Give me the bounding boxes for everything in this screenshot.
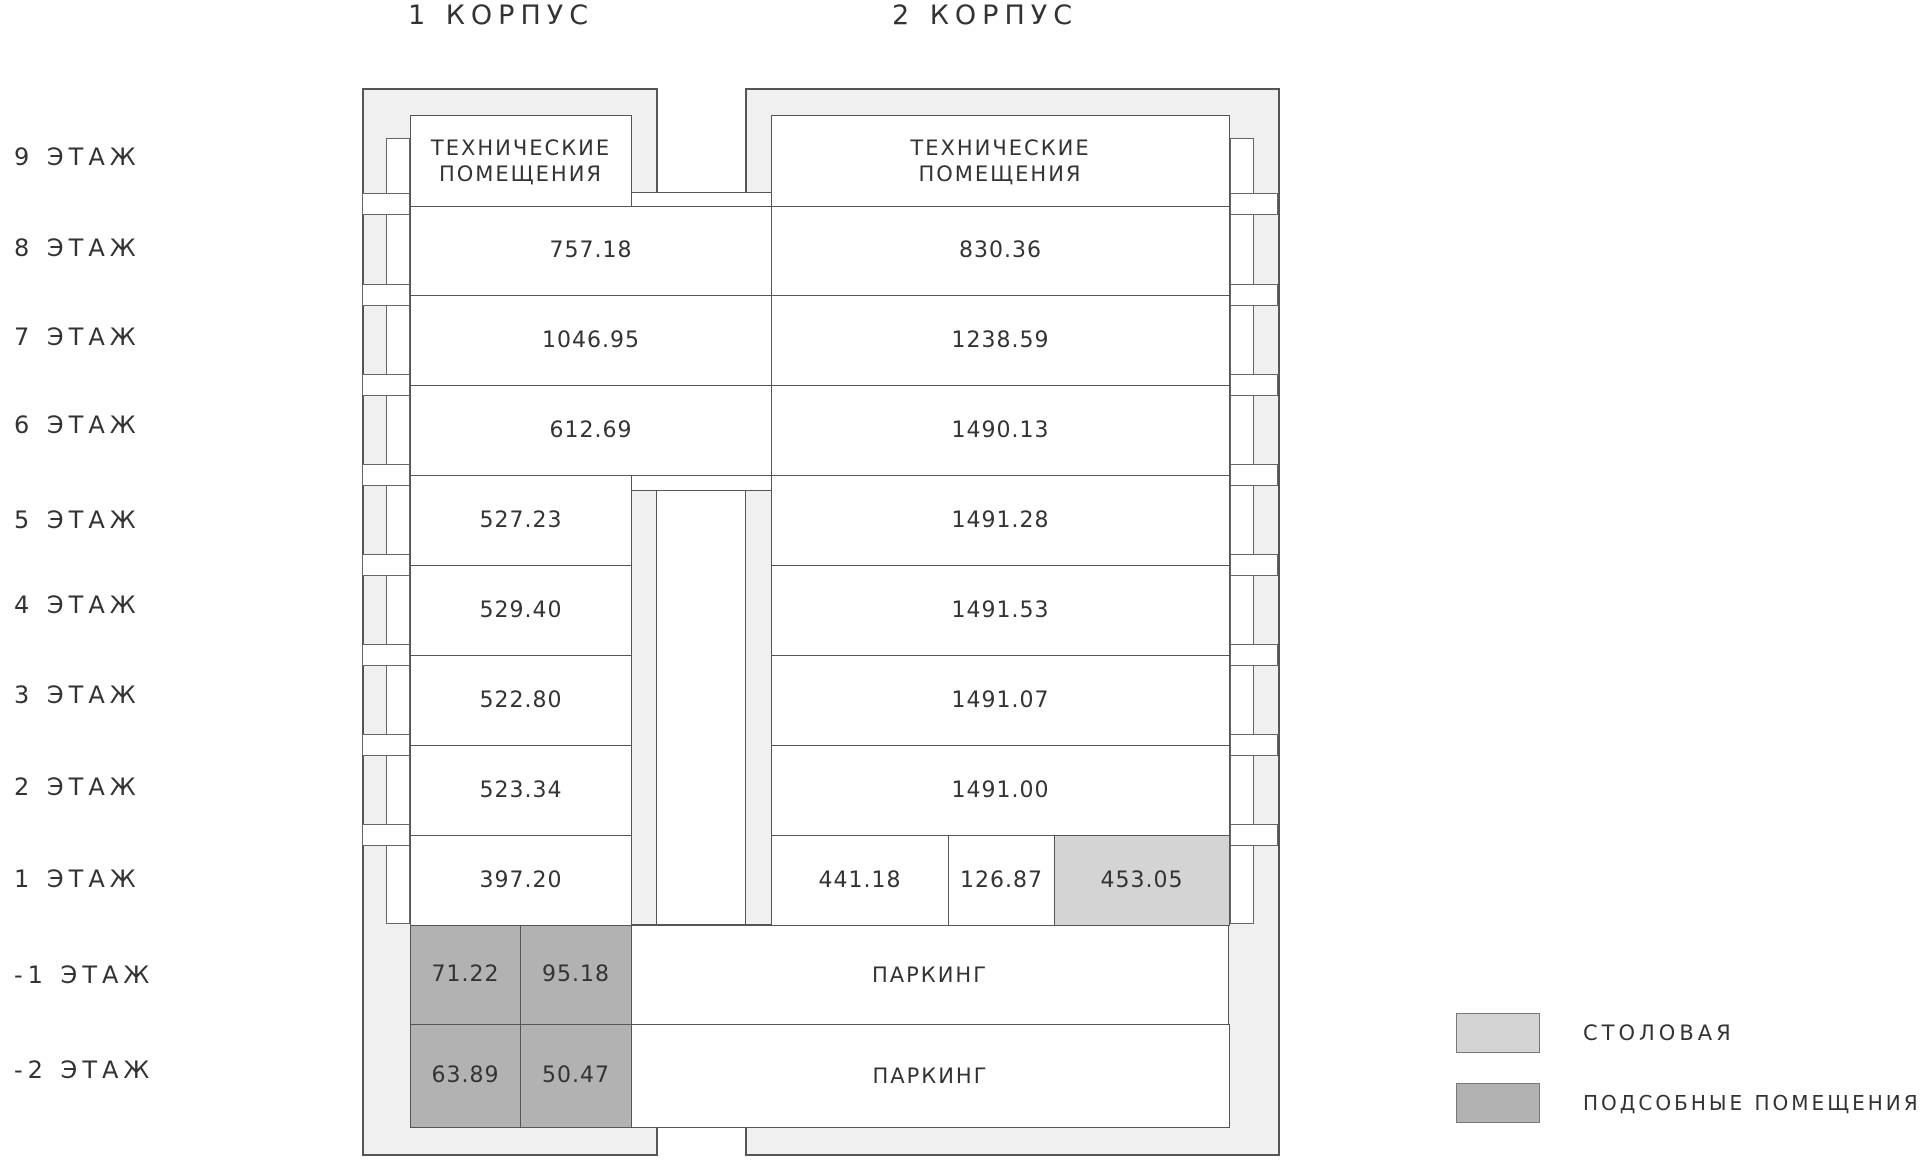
right-wall-rung: [1230, 554, 1278, 576]
b2-floor4: 1491.53: [771, 565, 1230, 656]
b1-floor2: 523.34: [410, 745, 632, 836]
floor-label-6: 6 ЭТАЖ: [14, 411, 141, 439]
b1-floor9-technical: ТЕХНИЧЕСКИЕ ПОМЕЩЕНИЯ: [410, 115, 632, 207]
b1-basement1-right: 95.18: [520, 925, 632, 1025]
right-wall-rung: [1230, 824, 1278, 846]
b1-floor7: 1046.95: [410, 295, 772, 386]
left-wall-rung: [362, 824, 410, 846]
parking-basement2: ПАРКИНГ: [631, 1024, 1230, 1128]
b1-floor8: 757.18: [410, 206, 772, 296]
left-wall-rung: [362, 284, 410, 306]
right-wall-rung: [1230, 464, 1278, 486]
b1-floor4: 529.40: [410, 565, 632, 656]
b2-floor7: 1238.59: [771, 295, 1230, 386]
floor-label-7: 7 ЭТАЖ: [14, 323, 141, 351]
building2-header: 2 КОРПУС: [892, 0, 1079, 31]
floor-label-3: 3 ЭТАЖ: [14, 681, 141, 709]
b2-floor2: 1491.00: [771, 745, 1230, 836]
b2-floor3: 1491.07: [771, 655, 1230, 746]
legend-canteen-label: СТОЛОВАЯ: [1583, 1021, 1735, 1045]
left-wall-rung: [362, 554, 410, 576]
floor-label-4: 4 ЭТАЖ: [14, 591, 141, 619]
b1-basement2-left: 63.89: [410, 1024, 521, 1128]
left-wall-rung: [362, 644, 410, 666]
left-wall-rung: [362, 374, 410, 396]
legend-canteen-swatch: [1456, 1013, 1540, 1053]
left-wall-rung: [362, 464, 410, 486]
b2-floor1-b: 126.87: [948, 835, 1055, 926]
right-wall-ladder: [1230, 138, 1254, 924]
b2-floor6: 1490.13: [771, 385, 1230, 476]
legend-utility-label: ПОДСОБНЫЕ ПОМЕЩЕНИЯ: [1583, 1091, 1920, 1115]
b2-floor5: 1491.28: [771, 475, 1230, 566]
floor-label-minus1: -1 ЭТАЖ: [14, 961, 155, 989]
b1-floor6: 612.69: [410, 385, 772, 476]
b2-floor9-technical: ТЕХНИЧЕСКИЕ ПОМЕЩЕНИЯ: [771, 115, 1230, 207]
parking-basement1: ПАРКИНГ: [631, 925, 1229, 1025]
b2-floor1-a: 441.18: [771, 835, 949, 926]
floor-label-1: 1 ЭТАЖ: [14, 865, 141, 893]
b1-basement2-right: 50.47: [520, 1024, 632, 1128]
left-wall-rung: [362, 193, 410, 215]
b2-floor1-canteen: 453.05: [1054, 835, 1230, 926]
building1-header: 1 КОРПУС: [408, 0, 595, 31]
floor-label-8: 8 ЭТАЖ: [14, 234, 141, 262]
left-wall-ladder: [386, 138, 410, 924]
b1-basement1-left: 71.22: [410, 925, 521, 1025]
floor-label-9: 9 ЭТАЖ: [14, 143, 141, 171]
right-wall-rung: [1230, 644, 1278, 666]
b1-floor5: 527.23: [410, 475, 632, 566]
b2-floor8: 830.36: [771, 206, 1230, 296]
floor-label-2: 2 ЭТАЖ: [14, 773, 141, 801]
left-wall-rung: [362, 734, 410, 756]
right-wall-rung: [1230, 284, 1278, 306]
b1-floor3: 522.80: [410, 655, 632, 746]
right-wall-rung: [1230, 193, 1278, 215]
legend-utility-swatch: [1456, 1083, 1540, 1123]
right-wall-rung: [1230, 734, 1278, 756]
b1-floor1: 397.20: [410, 835, 632, 926]
central-shaft-inner: [656, 490, 746, 925]
floor-label-minus2: -2 ЭТАЖ: [14, 1056, 155, 1084]
floor-label-5: 5 ЭТАЖ: [14, 506, 141, 534]
right-wall-rung: [1230, 374, 1278, 396]
